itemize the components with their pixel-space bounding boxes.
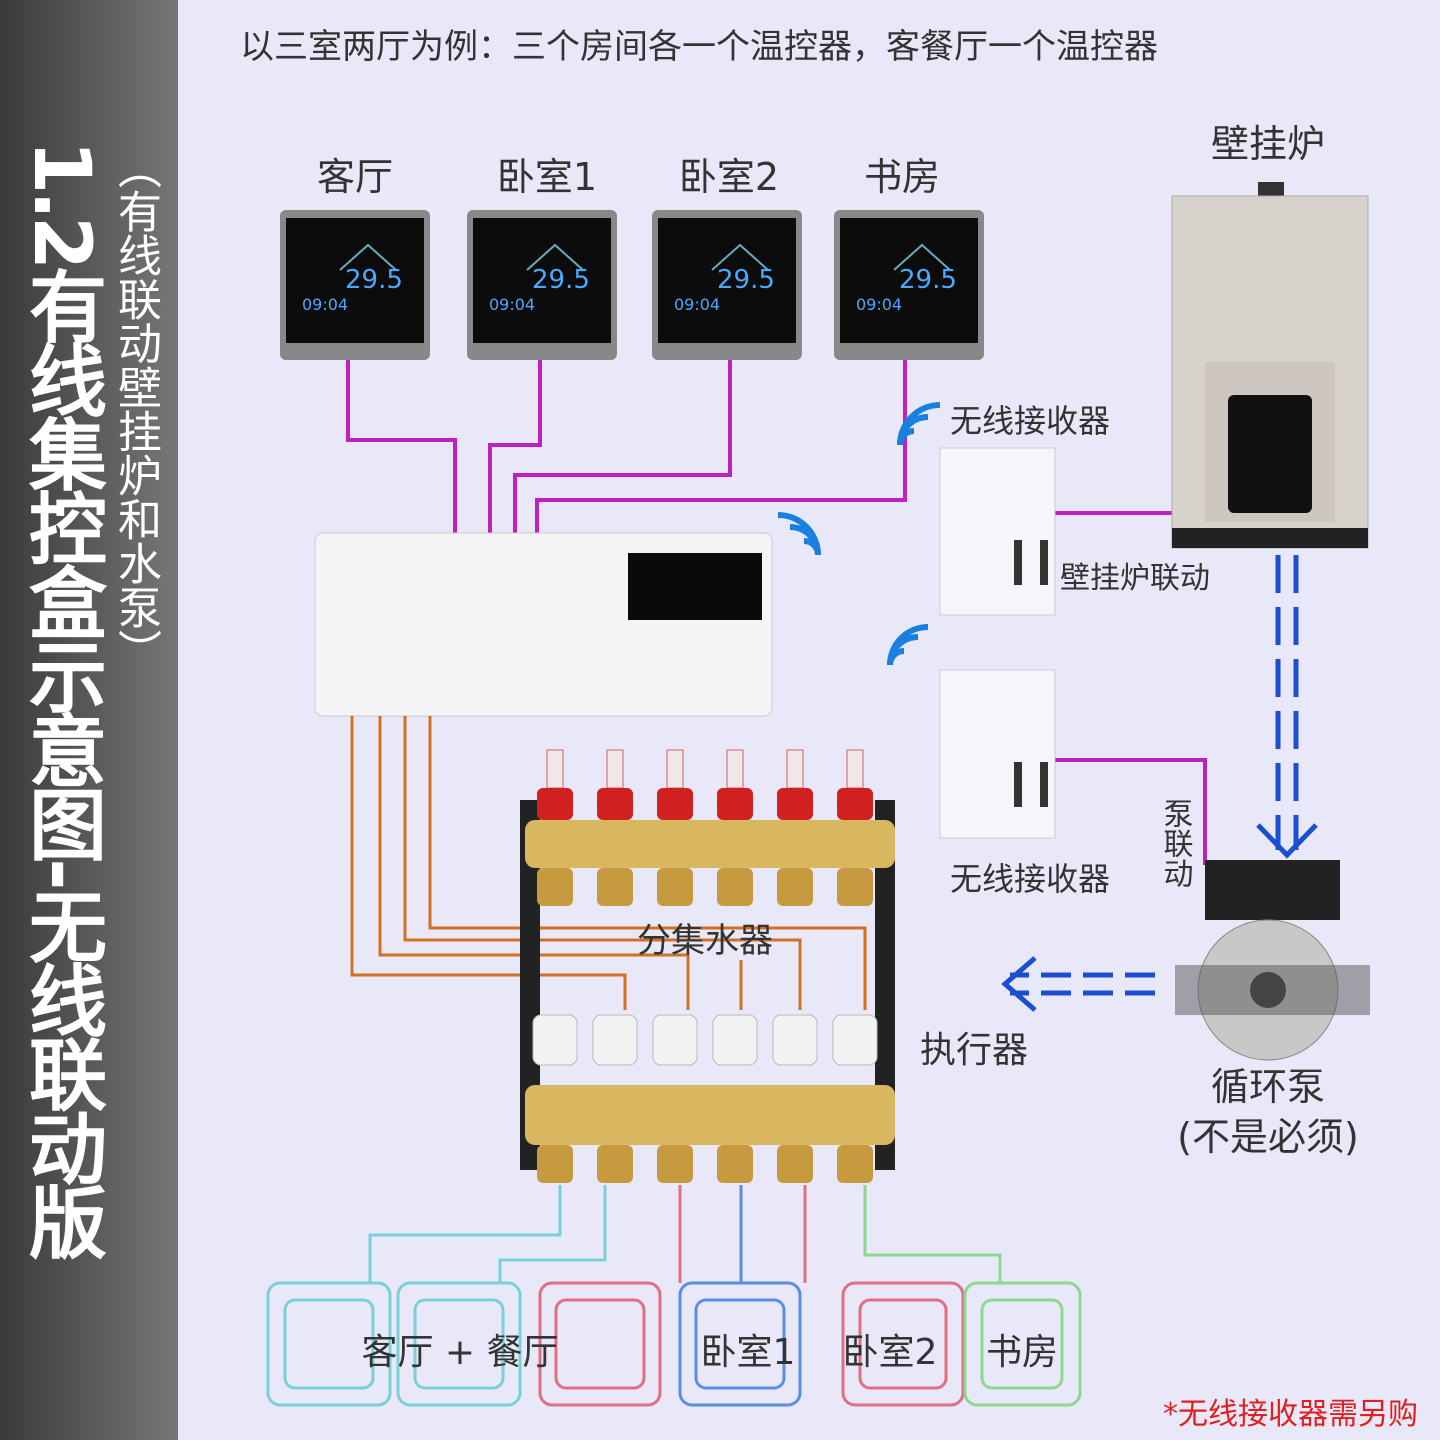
pump-note: (不是必须) <box>1177 1115 1359 1159</box>
wall-boiler: 壁挂炉 <box>1171 122 1369 549</box>
flow-arrows <box>1001 555 1318 1012</box>
supply-port <box>657 868 693 906</box>
boiler-link-label: 壁挂炉联动 <box>1060 561 1210 596</box>
control-box <box>314 532 773 717</box>
supply-port <box>537 868 573 906</box>
room-label: 卧室2 <box>679 155 779 199</box>
thermostat-bedroom1: 卧室1 29.5 09:04 <box>467 155 617 360</box>
return-port <box>597 1145 633 1183</box>
sidebar-title: 1.2有线集控盒示意图-无线联动版 <box>16 140 106 1257</box>
flow-meter-cap <box>657 788 693 820</box>
floor-heating-loops <box>266 1185 1082 1407</box>
receiver-label: 无线接收器 <box>950 402 1110 440</box>
actuator <box>832 1014 878 1066</box>
wifi-icon <box>897 402 941 446</box>
flow-meter-cap <box>537 788 573 820</box>
actuator <box>712 1014 758 1066</box>
time-display: 09:04 <box>302 295 348 314</box>
return-port <box>657 1145 693 1183</box>
manifold: 分集水器 执行器 <box>520 749 1028 1183</box>
flow-meter <box>786 749 804 789</box>
actuator <box>652 1014 698 1066</box>
supply-port <box>777 868 813 906</box>
loop-label-bedroom2: 卧室2 <box>843 1332 938 1373</box>
footnote: *无线接收器需另购 <box>1163 1397 1418 1432</box>
return-port <box>837 1145 873 1183</box>
pump-link-label: 泵联动 <box>1158 798 1193 888</box>
wifi-icon <box>887 624 929 666</box>
return-port <box>777 1145 813 1183</box>
heading: 以三室两厅为例：三个房间各一个温控器，客餐厅一个温控器 <box>240 27 1158 67</box>
wireless-receiver-boiler: 无线接收器 壁挂炉联动 <box>939 402 1210 616</box>
pump-label: 循环泵 <box>1211 1065 1325 1109</box>
circulation-pump: 循环泵 (不是必须) <box>1175 860 1370 1159</box>
sidebar-subtitle: （有线联动壁挂炉和水泵） <box>110 145 161 673</box>
flow-meter <box>606 749 624 789</box>
time-display: 09:04 <box>674 295 720 314</box>
arrow-down-icon <box>1256 823 1318 859</box>
flow-meter-cap <box>717 788 753 820</box>
receiver-label: 无线接收器 <box>950 860 1110 898</box>
time-display: 09:04 <box>856 295 902 314</box>
wireless-receiver-pump: 无线接收器 泵联动 <box>939 669 1193 898</box>
sidebar: 1.2有线集控盒示意图-无线联动版 （有线联动壁挂炉和水泵） <box>0 0 178 1440</box>
manifold-label: 分集水器 <box>637 921 773 961</box>
actuator-wires <box>350 716 867 1010</box>
flow-meter-cap <box>837 788 873 820</box>
room-label: 客厅 <box>317 155 393 199</box>
temp-display: 29.5 <box>345 265 403 295</box>
time-display: 09:04 <box>489 295 535 314</box>
flow-meter-cap <box>597 788 633 820</box>
thermostat-study: 书房 29.5 09:04 <box>834 155 984 360</box>
flow-meter <box>846 749 864 789</box>
room-label: 书房 <box>864 155 940 199</box>
actuator-label: 执行器 <box>920 1030 1028 1071</box>
temp-display: 29.5 <box>532 265 590 295</box>
supply-port <box>837 868 873 906</box>
control-box-display <box>628 553 762 620</box>
actuator <box>532 1014 578 1066</box>
return-port <box>537 1145 573 1183</box>
loop-label-bedroom1: 卧室1 <box>701 1332 796 1373</box>
flow-meter <box>726 749 744 789</box>
actuator <box>592 1014 638 1066</box>
flow-meter <box>666 749 684 789</box>
thermostat-bedroom2: 卧室2 29.5 09:04 <box>652 155 802 360</box>
flow-meter <box>546 749 564 789</box>
temp-display: 29.5 <box>899 265 957 295</box>
return-port <box>717 1145 753 1183</box>
wifi-icon <box>777 512 821 556</box>
loop-label-living-dining: 客厅 + 餐厅 <box>361 1332 558 1373</box>
thermostats: 客厅 29.5 09:04 卧室1 29.5 09:04 卧室2 29.5 09… <box>280 155 984 360</box>
temp-display: 29.5 <box>717 265 775 295</box>
supply-port <box>597 868 633 906</box>
loop-label-study: 书房 <box>986 1332 1058 1373</box>
room-label: 卧室1 <box>497 155 597 199</box>
boiler-label: 壁挂炉 <box>1211 122 1325 166</box>
wifi-icons <box>777 402 941 666</box>
actuator <box>772 1014 818 1066</box>
arrow-left-icon <box>1001 956 1037 1012</box>
supply-port <box>717 868 753 906</box>
thermostat-living: 客厅 29.5 09:04 <box>280 155 430 360</box>
flow-meter-cap <box>777 788 813 820</box>
